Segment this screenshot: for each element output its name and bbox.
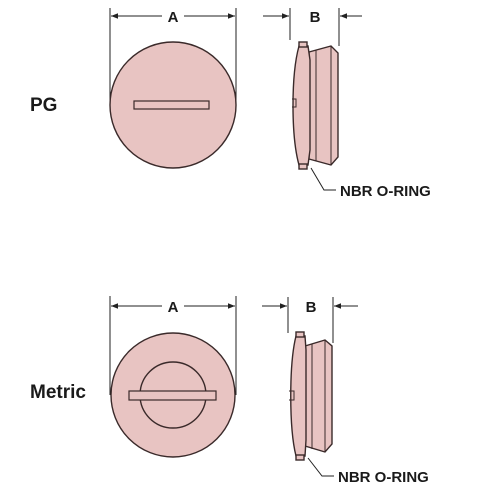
- metric-row: Metric A B: [30, 296, 429, 486]
- metric-thread-body: [304, 339, 333, 453]
- metric-side-view: [289, 331, 333, 461]
- pg-cap-head: [292, 45, 311, 166]
- pg-o-ring: [298, 41, 308, 48]
- pg-front-view: [109, 41, 237, 169]
- metric-screw-slot: [128, 390, 217, 401]
- pg-side-view: [292, 41, 339, 170]
- metric-slot-notch: [289, 390, 295, 401]
- metric-dimension-b: B: [262, 297, 358, 343]
- metric-cap-head: [290, 335, 307, 457]
- metric-o-ring: [295, 331, 305, 338]
- pg-label: PG: [30, 95, 57, 116]
- pg-thread-body: [308, 45, 339, 166]
- pg-row: PG A B: [30, 8, 431, 200]
- pg-callout-text: NBR O-RING: [340, 183, 431, 200]
- metric-o-ring-callout: NBR O-RING: [307, 457, 429, 486]
- pg-o-ring-callout: NBR O-RING: [310, 167, 431, 200]
- pg-leader-line: [310, 167, 336, 191]
- pg-slot-notch: [292, 98, 297, 108]
- pg-o-ring-bottom: [298, 163, 308, 170]
- pg-dimension-b: B: [263, 8, 362, 46]
- metric-label: Metric: [30, 382, 86, 403]
- metric-o-ring-bottom: [295, 454, 305, 461]
- metric-a-label: A: [168, 299, 179, 316]
- metric-callout-text: NBR O-RING: [338, 469, 429, 486]
- metric-dimension-a: A: [109, 296, 237, 395]
- pg-b-label: B: [310, 9, 321, 26]
- metric-leader-line: [307, 457, 334, 477]
- metric-front-view: [110, 332, 236, 458]
- metric-b-label: B: [306, 299, 317, 316]
- pg-screw-slot: [133, 100, 210, 110]
- pg-a-label: A: [168, 9, 179, 26]
- pg-dimension-a: A: [109, 8, 237, 100]
